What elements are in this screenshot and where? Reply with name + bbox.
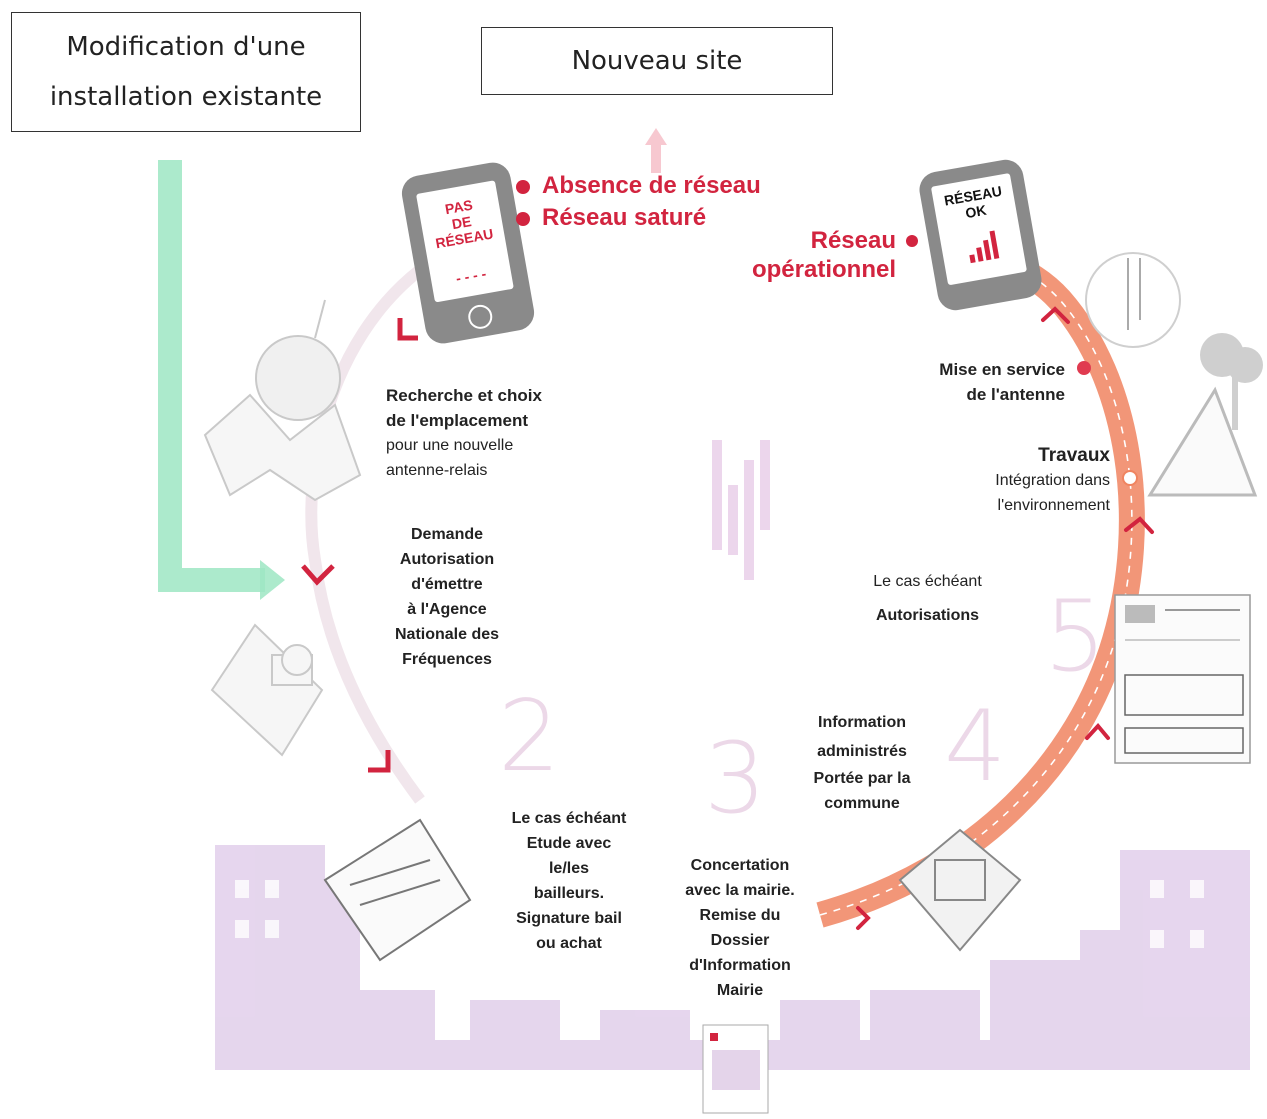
information-l3: Portée par la (813, 770, 911, 787)
recherche-l1: Recherche et choix (386, 386, 542, 405)
progress-arc (816, 253, 1145, 928)
information-l2: administrés (817, 743, 907, 760)
left-markers (301, 318, 418, 773)
network-status-list: Absence de réseau Réseau saturé (516, 170, 761, 234)
warning-sign-icon (1147, 386, 1258, 497)
bullet-icon (906, 235, 918, 247)
new-site-box: Nouveau site (481, 27, 833, 95)
recherche-l4: antenne-relais (386, 462, 488, 479)
travaux-l2: Intégration dans (995, 472, 1110, 489)
map-magnifier-icon (203, 299, 362, 502)
status-op-l2: opérationnel (751, 256, 896, 283)
form-document-icon (1114, 594, 1251, 764)
stamp-icon (210, 623, 324, 757)
bullet-icon (516, 211, 530, 226)
anfr-l2: Autorisation (399, 551, 495, 568)
new-site-label: Nouveau site (571, 46, 743, 76)
bail-l3: le/les (548, 860, 590, 877)
signature-icon (323, 818, 472, 962)
signal-bars-icon (940, 226, 1024, 267)
mise-l1: Mise en service (939, 360, 1065, 379)
bullet-icon (516, 179, 530, 194)
information-l1: Information (818, 714, 906, 731)
status-absence: Absence de réseau (542, 172, 761, 199)
step-recherche: Recherche et choix de l'emplacement pour… (386, 383, 542, 483)
anfr-l3: d'émettre (411, 576, 483, 593)
concertation-l5: d'Information (689, 957, 791, 974)
autorisations-l1: Le cas échéant (873, 573, 982, 590)
existing-line1: Modification d'une (66, 32, 306, 62)
status-sature: Réseau saturé (542, 204, 707, 231)
concertation-l6: Mairie (716, 982, 764, 999)
step-travaux: Travaux Intégration dans l'environnement (950, 443, 1110, 518)
step-mise-en-service: Mise en service de l'antenne (900, 357, 1065, 407)
step-number-4: 4 (944, 690, 1007, 804)
travaux-l1: Travaux (1038, 445, 1110, 466)
up-arrow-pink (645, 128, 667, 173)
existing-installation-box: Modification d'une installation existant… (11, 12, 361, 132)
travaux-l3: l'environnement (997, 497, 1110, 514)
recherche-l2: de l'emplacement (386, 411, 528, 430)
mise-l2: de l'antenne (966, 385, 1065, 404)
mairie-dossier-icon (702, 1024, 769, 1114)
concertation-l2: avec la mairie. (685, 882, 795, 899)
step-autorisations: Le cas échéant Autorisations (860, 565, 995, 633)
anfr-l1: Demande (410, 526, 484, 543)
antenna-mast-icon (1085, 252, 1181, 348)
anfr-l4: à l'Agence (407, 601, 487, 618)
autorisations-l2: Autorisations (875, 607, 980, 624)
step-number-2: 2 (498, 680, 561, 794)
existing-line2: installation existante (49, 82, 323, 112)
anfr-l5: Nationale des (394, 626, 500, 643)
concertation-l3: Remise du (699, 907, 781, 924)
green-arrow (158, 160, 285, 600)
step-number-3: 3 (704, 722, 767, 836)
construction-icon (898, 828, 1022, 952)
status-operational: Réseau opérationnel (700, 226, 896, 284)
concertation-l4: Dossier (710, 932, 770, 949)
step-anfr: Demande Autorisation d'émettre à l'Agenc… (372, 522, 522, 672)
bail-l4: bailleurs. (533, 885, 605, 902)
bail-l1: Le cas échéant (511, 810, 627, 827)
bail-l2: Etude avec (526, 835, 612, 852)
bail-l6: ou achat (536, 935, 602, 952)
status-op-l1: Réseau (810, 227, 896, 254)
step-information: Information administrés Portée par la co… (787, 708, 937, 816)
concertation-l1: Concertation (690, 857, 790, 874)
bail-l5: Signature bail (516, 910, 622, 927)
step-bail: Le cas échéant Etude avec le/les bailleu… (494, 806, 644, 956)
step-number-5: 5 (1044, 580, 1107, 694)
information-l4: commune (824, 795, 900, 812)
recherche-l3: pour une nouvelle (386, 437, 514, 454)
center-logo (712, 440, 770, 580)
tree-icon (1200, 333, 1263, 430)
anfr-l6: Fréquences (402, 651, 492, 668)
step-concertation: Concertation avec la mairie. Remise du D… (665, 853, 815, 1003)
